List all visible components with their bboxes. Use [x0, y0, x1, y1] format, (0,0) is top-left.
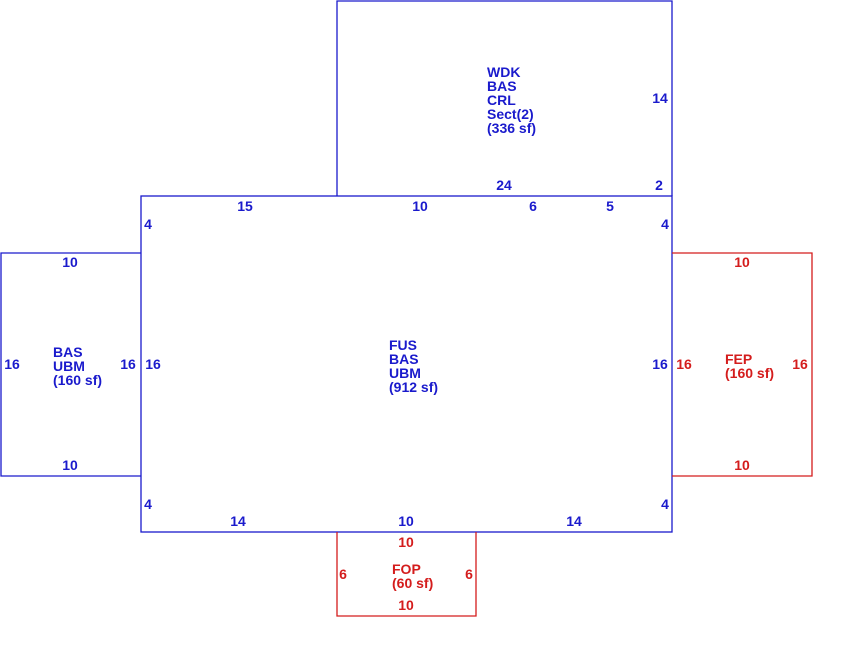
- dim-fus-left-mid: 16: [145, 356, 161, 372]
- dim-fus-left-top: 4: [144, 216, 152, 232]
- dim-fus-top-4: 5: [606, 198, 614, 214]
- dim-bas-bottom: 10: [62, 457, 78, 473]
- fus-line-1: FUS: [389, 337, 417, 353]
- fus-line-2: BAS: [389, 351, 419, 367]
- fep-outline: [672, 252, 813, 477]
- dim-fus-right-mid: 16: [652, 356, 668, 372]
- fep-line-1: FEP: [725, 351, 752, 367]
- dim-fus-right-bottom: 4: [661, 496, 669, 512]
- bas-left-line-2: UBM: [53, 358, 85, 374]
- wdk-outline: [336, 0, 673, 196]
- dim-fep-right: 16: [792, 356, 808, 372]
- fop-line-2: (60 sf): [392, 575, 433, 591]
- fus-line-4: (912 sf): [389, 379, 438, 395]
- dim-fus-top-3: 6: [529, 198, 537, 214]
- wdk-line-2: BAS: [487, 78, 517, 94]
- fep-area-label: FEP (160 sf): [725, 351, 774, 381]
- wdk-line-1: WDK: [487, 64, 520, 80]
- fop-outline: [336, 532, 477, 617]
- dim-fus-left-bottom: 4: [144, 496, 152, 512]
- dim-wdk-corner: 2: [655, 177, 663, 193]
- bas-left-area-label: BAS UBM (160 sf): [53, 344, 102, 388]
- wdk-area-label: WDK BAS CRL Sect(2) (336 sf): [487, 64, 538, 136]
- dim-fop-left: 6: [339, 566, 347, 582]
- dim-fep-top: 10: [734, 254, 750, 270]
- dim-wdk-right: 14: [652, 90, 668, 106]
- dim-fus-top-1: 15: [237, 198, 253, 214]
- dim-fop-right: 6: [465, 566, 473, 582]
- dim-wdk-bottom: 24: [496, 177, 512, 193]
- dim-bas-left: 16: [4, 356, 20, 372]
- wdk-line-3: CRL: [487, 92, 516, 108]
- fus-line-3: UBM: [389, 365, 421, 381]
- fus-outline: [140, 195, 673, 533]
- fop-line-1: FOP: [392, 561, 421, 577]
- dim-fus-right-top: 4: [661, 216, 669, 232]
- wdk-line-5: (336 sf): [487, 120, 536, 136]
- bas-left-outline: [0, 252, 141, 477]
- fep-line-2: (160 sf): [725, 365, 774, 381]
- dim-fus-bottom-2: 10: [398, 513, 414, 529]
- dim-fop-bottom: 10: [398, 597, 414, 613]
- dim-fep-left: 16: [676, 356, 692, 372]
- fop-area-label: FOP (60 sf): [392, 561, 433, 591]
- wdk-line-4: Sect(2): [487, 106, 534, 122]
- dim-fus-bottom-1: 14: [230, 513, 246, 529]
- bas-left-line-1: BAS: [53, 344, 83, 360]
- dim-fus-top-2: 10: [412, 198, 428, 214]
- bas-left-line-3: (160 sf): [53, 372, 102, 388]
- fus-area-label: FUS BAS UBM (912 sf): [389, 337, 438, 395]
- dim-fop-top: 10: [398, 534, 414, 550]
- dim-bas-top: 10: [62, 254, 78, 270]
- dim-bas-right: 16: [120, 356, 136, 372]
- dim-fep-bottom: 10: [734, 457, 750, 473]
- dim-fus-bottom-3: 14: [566, 513, 582, 529]
